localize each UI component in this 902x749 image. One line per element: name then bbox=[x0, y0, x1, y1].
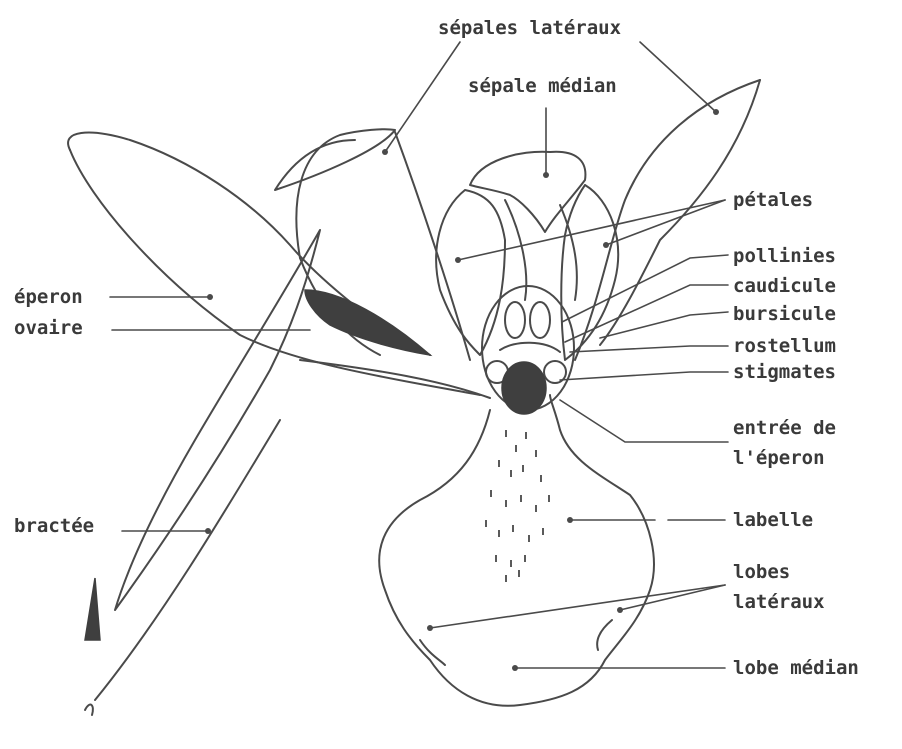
left-lateral-sepal bbox=[275, 129, 395, 258]
flower-drawing bbox=[68, 80, 760, 715]
label-petales: pétales bbox=[733, 189, 813, 211]
label-lobe-median: lobe médian bbox=[733, 657, 859, 679]
spur-entrance bbox=[502, 362, 546, 414]
bract bbox=[115, 230, 320, 610]
labellum bbox=[379, 395, 654, 706]
label-bursicule: bursicule bbox=[733, 303, 836, 325]
label-stigmates: stigmates bbox=[733, 361, 836, 383]
label-sepales-lateraux: sépales latéraux bbox=[438, 17, 621, 39]
label-eperon: éperon bbox=[14, 286, 83, 308]
label-bractee: bractée bbox=[14, 515, 94, 537]
label-sepale-median: sépale médian bbox=[468, 75, 617, 97]
label-labelle: labelle bbox=[733, 509, 813, 531]
bract-base bbox=[85, 578, 100, 640]
right-petal bbox=[561, 185, 618, 360]
rostellum-shape bbox=[500, 343, 560, 352]
label-entree-line2: l'éperon bbox=[733, 447, 825, 469]
label-ovaire: ovaire bbox=[14, 317, 83, 339]
left-sepal-body bbox=[395, 132, 470, 360]
labellum-hairs bbox=[485, 430, 550, 582]
label-caudicule: caudicule bbox=[733, 275, 836, 297]
label-lobes-lateraux-line1: lobes bbox=[733, 561, 790, 583]
lateral-lobe-right bbox=[597, 620, 612, 650]
ovary bbox=[305, 290, 430, 355]
stem bbox=[95, 420, 280, 700]
label-rostellum: rostellum bbox=[733, 335, 836, 357]
label-pollinies: pollinies bbox=[733, 245, 836, 267]
labels: sépales latéraux sépale médian pétales p… bbox=[14, 17, 859, 679]
petal-inner-left bbox=[505, 200, 526, 300]
pollinium-left bbox=[505, 302, 525, 338]
leader-lines bbox=[110, 42, 728, 671]
left-petal bbox=[436, 190, 505, 355]
label-entree-line1: entrée de bbox=[733, 417, 836, 439]
stem-tip bbox=[85, 705, 93, 715]
label-lobes-lateraux-line2: latéraux bbox=[733, 591, 825, 613]
pollinium-right bbox=[530, 302, 550, 338]
